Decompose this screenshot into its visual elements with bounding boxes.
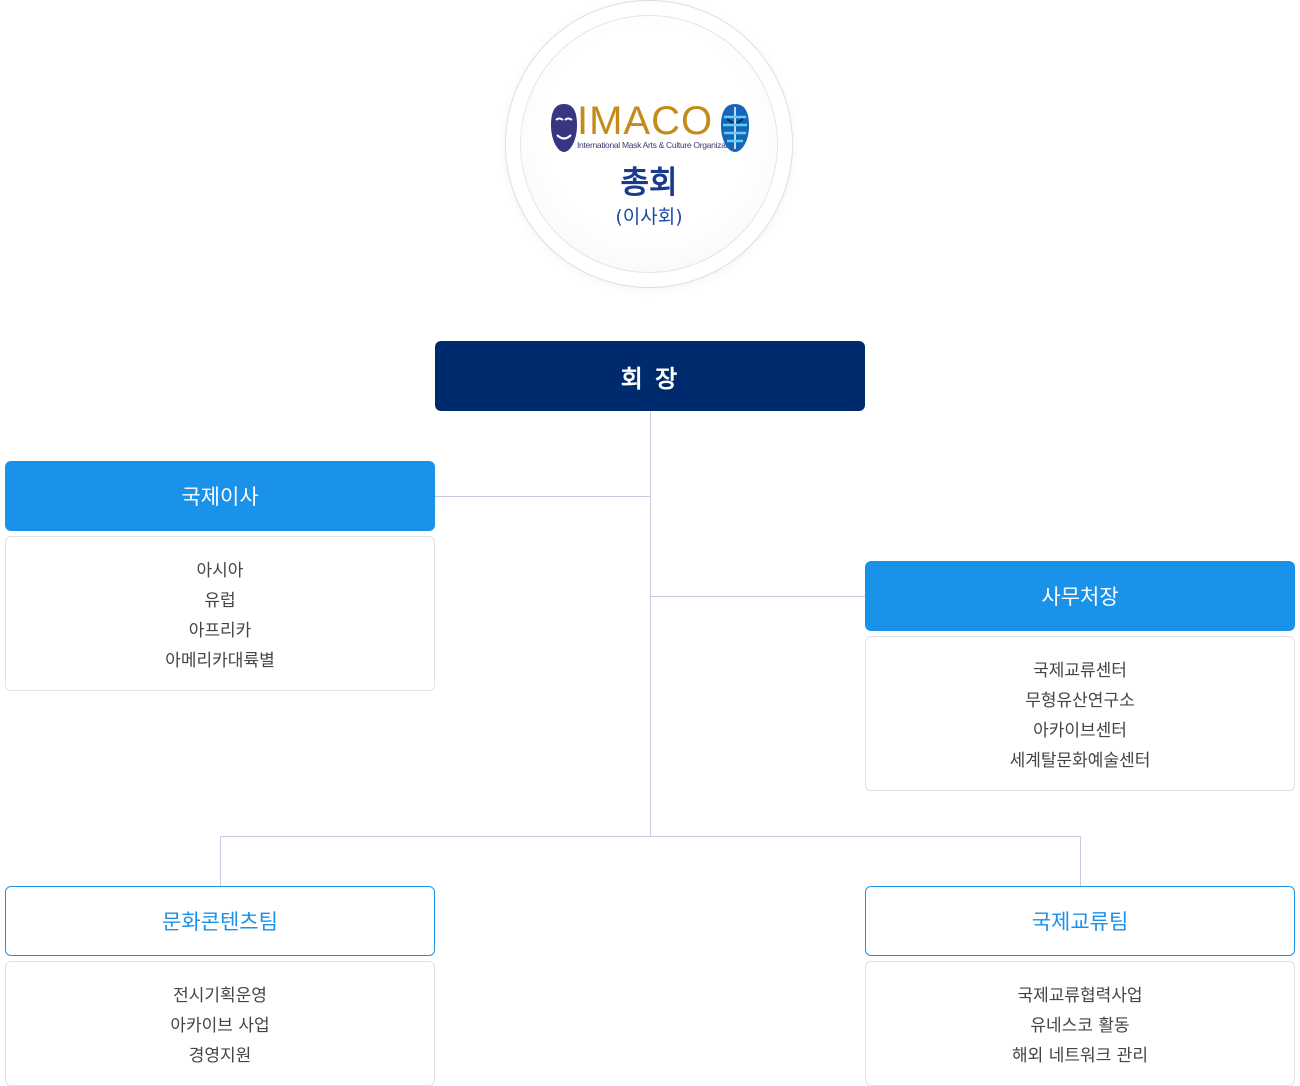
culture-content-team-node: 문화콘텐츠팀 — [5, 886, 435, 956]
connector-international-director — [435, 496, 650, 497]
secretary-general-node: 사무처장 — [865, 561, 1295, 631]
connector-teams — [220, 836, 1080, 837]
connector-exchange-team — [1080, 836, 1081, 886]
general-assembly-title: 총회 — [620, 165, 678, 201]
list-item: 아프리카 — [188, 621, 252, 641]
chairman-node: 회 장 — [435, 341, 865, 411]
list-item: 경영지원 — [188, 1046, 252, 1066]
logo-subtitle: International Mask Arts & Culture Organi… — [577, 140, 739, 150]
international-director-list: 아시아 유럽 아프리카 아메리카대륙별 — [5, 536, 435, 691]
mask-right-icon — [721, 104, 749, 152]
imaco-logo: IMACO International Mask Arts & Culture … — [550, 101, 750, 155]
mask-left-icon — [551, 104, 577, 152]
connector-culture-team — [220, 836, 221, 886]
list-item: 아시아 — [196, 561, 244, 581]
list-item: 해외 네트워크 관리 — [1012, 1046, 1148, 1066]
list-item: 전시기획운영 — [173, 986, 267, 1006]
international-exchange-team-list: 국제교류협력사업 유네스코 활동 해외 네트워크 관리 — [865, 961, 1295, 1086]
connector-trunk — [650, 411, 651, 836]
logo-wordmark: IMACO — [577, 99, 714, 143]
list-item: 아메리카대륙별 — [165, 651, 275, 671]
international-director-node: 국제이사 — [5, 461, 435, 531]
secretary-general-list: 국제교류센터 무형유산연구소 아카이브센터 세계탈문화예술센터 — [865, 636, 1295, 791]
international-exchange-team-node: 국제교류팀 — [865, 886, 1295, 956]
connector-secretary-general — [650, 596, 865, 597]
list-item: 국제교류협력사업 — [1017, 986, 1143, 1006]
list-item: 아카이브 사업 — [170, 1016, 270, 1036]
culture-content-team-list: 전시기획운영 아카이브 사업 경영지원 — [5, 961, 435, 1086]
list-item: 세계탈문화예술센터 — [1009, 751, 1151, 771]
list-item: 유럽 — [204, 591, 236, 611]
list-item: 무형유산연구소 — [1025, 691, 1135, 711]
list-item: 유네스코 활동 — [1030, 1016, 1130, 1036]
general-assembly-node: IMACO International Mask Arts & Culture … — [505, 0, 793, 288]
list-item: 아카이브센터 — [1033, 721, 1127, 741]
list-item: 국제교류센터 — [1033, 661, 1127, 681]
general-assembly-subtitle: (이사회) — [615, 206, 683, 228]
